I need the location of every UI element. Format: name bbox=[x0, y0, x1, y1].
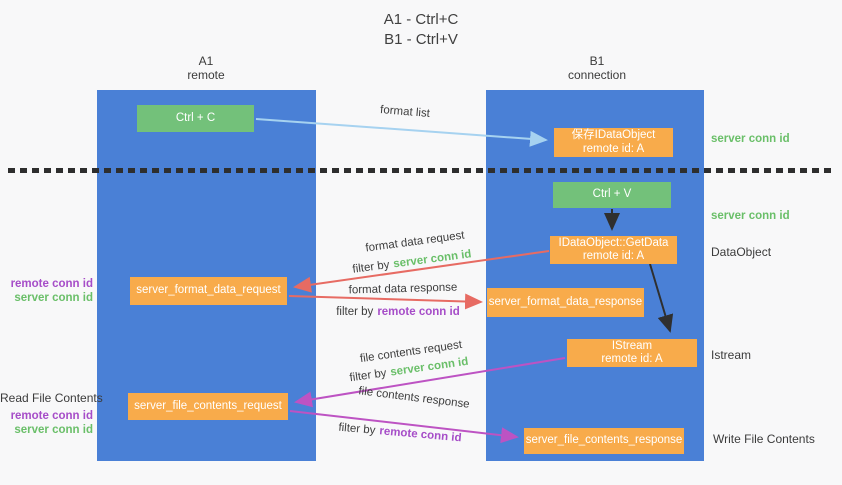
node-ctrl-c-label: Ctrl + C bbox=[175, 111, 216, 124]
node-idataobject-getdata: IDataObject::GetData remote id: A bbox=[550, 236, 677, 264]
node-format-request-label: server_format_data_request bbox=[136, 284, 281, 297]
node-save-idataobject-line1: 保存IDataObject bbox=[571, 129, 656, 141]
arrow-format-list bbox=[255, 118, 548, 147]
lifeline-header-b1: B1 connection bbox=[517, 54, 677, 82]
lifeline-b1-name: B1 bbox=[589, 54, 605, 68]
node-format-response-label: server_format_data_response bbox=[488, 295, 643, 308]
arrow-getdata-to-istream bbox=[649, 263, 674, 333]
node-ctrl-v: Ctrl + V bbox=[553, 182, 671, 208]
node-server-file-contents-request: server_file_contents_request bbox=[128, 393, 288, 420]
node-server-format-data-response: server_format_data_response bbox=[487, 288, 644, 317]
node-server-file-contents-response: server_file_contents_response bbox=[524, 428, 684, 454]
side-label-read-file-contents: Read File Contents bbox=[0, 391, 103, 405]
lifeline-a1-role: remote bbox=[187, 68, 225, 82]
node-server-format-data-request: server_format_data_request bbox=[130, 277, 287, 305]
diagram-title: A1 - Ctrl+C B1 - Ctrl+V bbox=[0, 10, 842, 50]
side-label-server-conn-id-left2: server conn id bbox=[14, 424, 93, 436]
title-line-ctrl-v: B1 - Ctrl+V bbox=[384, 31, 458, 48]
node-istream-line1: IStream bbox=[611, 339, 653, 352]
node-file-response-label: server_file_contents_response bbox=[525, 434, 683, 447]
arrow-format-data-request bbox=[293, 250, 550, 293]
side-label-server-conn-id-top: server conn id bbox=[711, 133, 790, 145]
side-label-server-conn-id-mid: server conn id bbox=[711, 210, 790, 222]
side-label-istream: Istream bbox=[711, 348, 752, 362]
node-save-idataobject-line2: remote id: A bbox=[582, 142, 645, 155]
node-getdata-line2: remote id: A bbox=[582, 250, 645, 262]
lifeline-header-a1: A1 remote bbox=[126, 54, 286, 82]
side-label-server-conn-id-left1: server conn id bbox=[14, 292, 93, 304]
side-label-remote-conn-id-left1: remote conn id bbox=[10, 278, 93, 290]
dotted-separator bbox=[8, 168, 836, 173]
node-file-request-label: server_file_contents_request bbox=[134, 399, 282, 412]
node-ctrl-v-label: Ctrl + V bbox=[592, 188, 632, 201]
lifeline-a1-name: A1 bbox=[198, 54, 214, 68]
side-label-write-file-contents: Write File Contents bbox=[713, 432, 815, 446]
arrow-file-contents-request bbox=[294, 357, 566, 408]
node-istream-line2: remote id: A bbox=[601, 353, 663, 365]
node-save-idataobject: 保存IDataObject remote id: A bbox=[554, 128, 673, 157]
arrow-format-data-response bbox=[288, 293, 483, 310]
arrow-file-contents-response bbox=[289, 410, 519, 444]
side-label-dataobject: DataObject bbox=[711, 245, 772, 259]
node-istream: IStream remote id: A bbox=[567, 339, 697, 367]
remote-conn-id-text: remote conn id bbox=[377, 306, 460, 318]
title-line-ctrl-c: A1 - Ctrl+C bbox=[383, 11, 459, 28]
lifeline-b1-role: connection bbox=[567, 68, 627, 82]
node-ctrl-c: Ctrl + C bbox=[137, 105, 254, 132]
filter-by-text: filter by bbox=[336, 306, 374, 318]
node-getdata-line1: IDataObject::GetData bbox=[558, 236, 669, 249]
side-label-remote-conn-id-left2: remote conn id bbox=[10, 410, 93, 422]
